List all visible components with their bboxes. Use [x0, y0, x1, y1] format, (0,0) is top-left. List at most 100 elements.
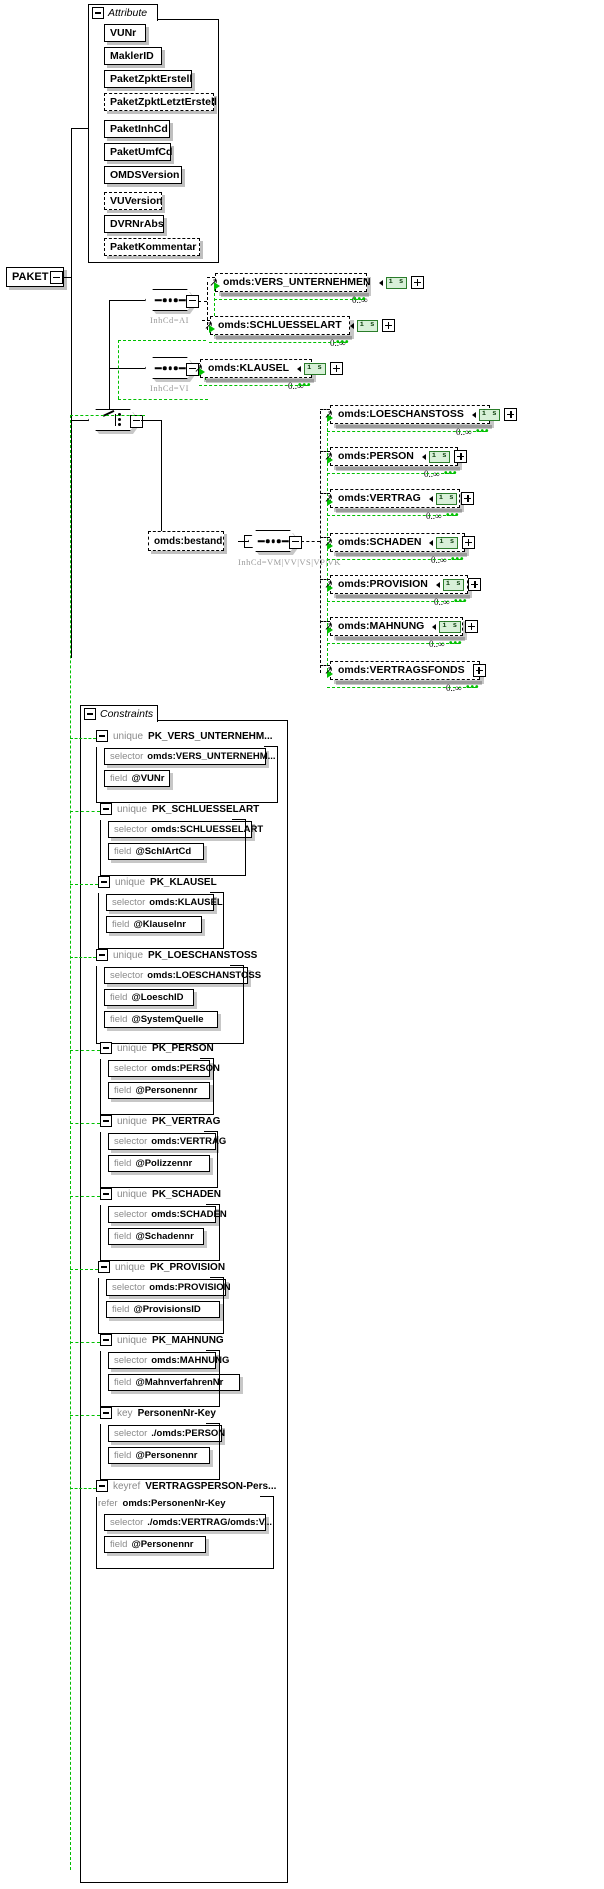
collapse-icon[interactable] — [96, 949, 108, 961]
seq-ai-stub — [109, 300, 145, 302]
collapse-icon[interactable] — [100, 1042, 112, 1054]
row-kind: selector — [112, 897, 146, 908]
choice-root[interactable] — [88, 409, 141, 434]
attribute-vunr[interactable]: VUNr — [104, 24, 146, 42]
sequence-bestand-capsule[interactable] — [248, 530, 298, 552]
attribute-paketzpktletzterstell[interactable]: PaketZpktLetztErstell — [104, 93, 217, 111]
collapse-icon[interactable] — [100, 803, 112, 815]
expand-icon[interactable] — [462, 536, 476, 549]
element-omds-vertragsfonds[interactable]: omds:VERTRAGSFONDS — [330, 661, 486, 680]
constraints-group-tab[interactable]: Constraints — [80, 705, 158, 722]
row-kind: selector — [110, 1517, 144, 1528]
constraint-row-field[interactable]: field@Schadennr — [108, 1228, 204, 1245]
constraint-row-field[interactable]: field@SchlArtCd — [108, 843, 204, 860]
collapse-icon[interactable] — [100, 1115, 112, 1127]
collapse-icon[interactable] — [98, 1261, 110, 1273]
attribute-omdsversion[interactable]: OMDSVersion — [104, 166, 182, 184]
collapse-icon[interactable] — [100, 1407, 112, 1419]
constraint-row-field[interactable]: field@VUNr — [104, 770, 170, 787]
expand-icon[interactable] — [382, 319, 396, 332]
attribute-paketkommentar[interactable]: PaketKommentar — [104, 238, 200, 256]
attribute-maklerid[interactable]: MaklerID — [104, 47, 162, 65]
constraint-row-field[interactable]: field@SystemQuelle — [104, 1011, 218, 1028]
expand-icon[interactable] — [411, 276, 425, 289]
attribute-paketzpkterstell[interactable]: PaketZpktErstell — [104, 70, 192, 88]
choice-root-capsule[interactable] — [88, 409, 138, 431]
sequence-vi[interactable] — [145, 357, 198, 382]
expand-icon[interactable] — [504, 408, 518, 421]
expand-icon[interactable] — [454, 450, 468, 463]
attribute-group-frame — [88, 20, 219, 263]
attribute-paketumfcd[interactable]: PaketUmfCd — [104, 143, 172, 161]
paket-collapse-icon[interactable] — [50, 271, 63, 284]
attribute-paketinhcd[interactable]: PaketInhCd — [104, 120, 170, 138]
collapse-icon[interactable] — [98, 876, 110, 888]
constraint-row-selector[interactable]: selector./omds:VERTRAG/omds:V... — [104, 1514, 272, 1531]
attribute-group-tab[interactable]: Attribute — [88, 4, 158, 21]
expand-icon[interactable] — [468, 578, 482, 591]
attribute-vuversion[interactable]: VUVersion — [104, 192, 163, 210]
attribute-label: MaklerID — [110, 50, 154, 62]
expand-icon[interactable] — [472, 664, 486, 677]
element-omds-bestand[interactable]: omds:bestand — [148, 531, 224, 551]
green-dots: ••• — [298, 380, 312, 391]
sequence-bestand[interactable] — [248, 530, 301, 555]
root-element-paket[interactable]: PAKET — [6, 267, 64, 287]
collapse-icon[interactable] — [96, 1480, 108, 1492]
constraint-row-field[interactable]: field@Klauselnr — [106, 916, 202, 933]
collapse-icon[interactable] — [96, 730, 108, 742]
constraint-row-field[interactable]: field@ProvisionsID — [106, 1301, 220, 1318]
element-label: omds:SCHLUESSELART — [218, 319, 342, 332]
constraint-row-field[interactable]: field@Personennr — [104, 1536, 206, 1553]
constraint-row-field[interactable]: field@Polizzennr — [108, 1155, 210, 1172]
attribute-dvrnrabs[interactable]: DVRNrAbs — [104, 215, 164, 233]
constraint-row-field[interactable]: field@MahnverfahrenNr — [108, 1374, 240, 1391]
sequence-ai[interactable] — [145, 289, 198, 314]
constraint-row-field[interactable]: field@Personennr — [108, 1082, 210, 1099]
constraint-row-selector[interactable]: selector./omds:PERSON — [108, 1425, 225, 1442]
expand-icon[interactable] — [464, 620, 478, 633]
row-value: omds:MAHNUNG — [151, 1355, 230, 1366]
collapse-icon[interactable] — [100, 1334, 112, 1346]
expand-icon[interactable] — [329, 362, 343, 375]
constraint-row-field[interactable]: field@Personennr — [108, 1447, 210, 1464]
sequence-vi-capsule[interactable] — [145, 357, 195, 379]
collapse-icon[interactable] — [92, 7, 104, 19]
constraint-row-field[interactable]: field@LoeschID — [104, 989, 194, 1006]
expand-icon[interactable] — [461, 492, 475, 505]
sequence-bestand-collapse-icon[interactable] — [289, 536, 302, 549]
collapse-icon[interactable] — [84, 708, 96, 720]
element-label: omds:PROVISION — [338, 578, 428, 591]
collapse-icon[interactable] — [100, 1188, 112, 1200]
choice-root-collapse-icon[interactable] — [130, 415, 143, 428]
